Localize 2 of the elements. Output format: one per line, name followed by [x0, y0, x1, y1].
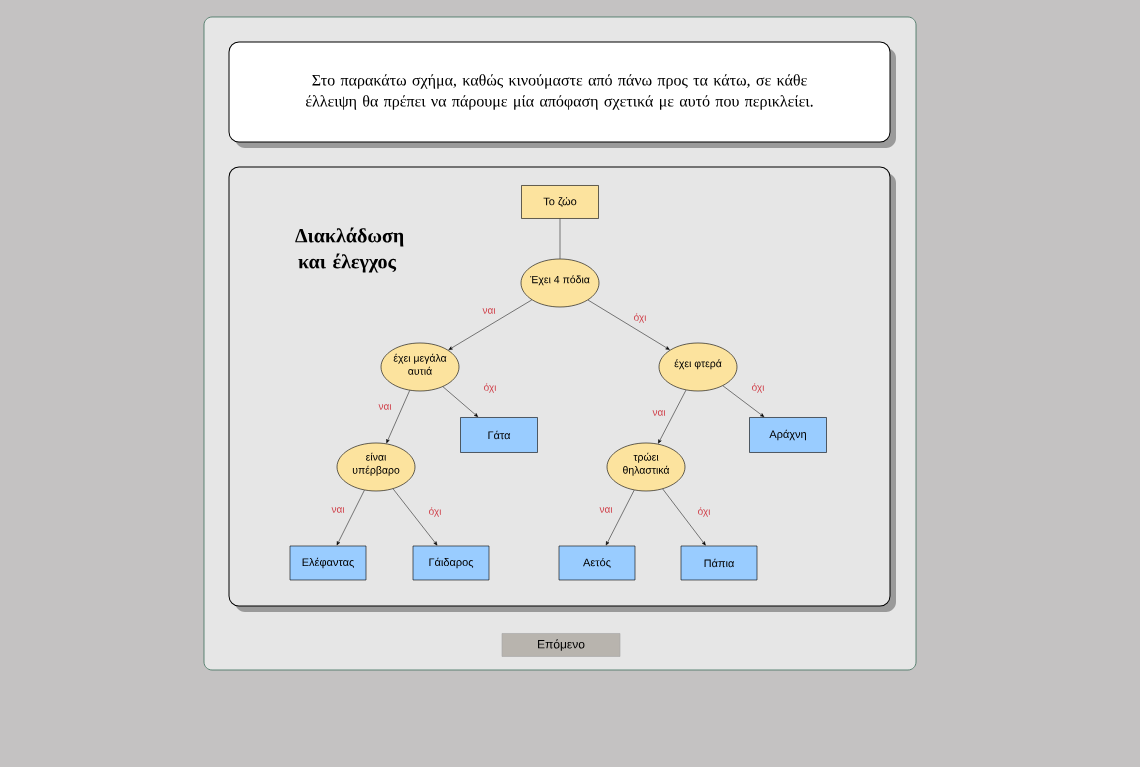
next-button: Επόμενο: [501, 633, 621, 657]
instruction-box: Στο παρακάτω σχήμα, καθώς κινούμαστε από πάνω προς τα κάτω, σε κάθε έλλειψη θα πρέπει να πάρουμε μία απόφαση σχετικά με αυτό που περικλείει.: [228, 41, 896, 148]
